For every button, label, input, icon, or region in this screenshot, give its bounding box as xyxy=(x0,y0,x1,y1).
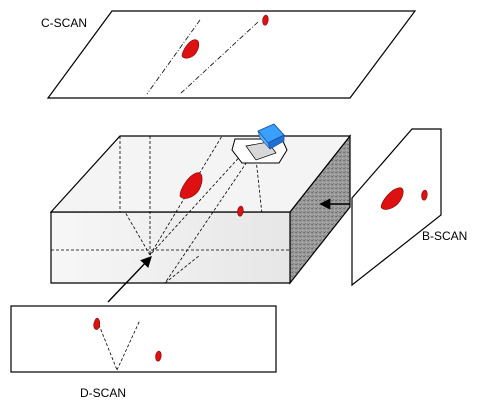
b-scan-plane xyxy=(352,129,441,285)
block-front-face xyxy=(51,212,290,283)
c-scan-plane xyxy=(48,11,415,98)
d-scan-label: D-SCAN xyxy=(80,386,126,400)
b-scan-label: B-SCAN xyxy=(422,229,467,243)
ultrasonic-probe-icon xyxy=(232,124,287,163)
d-scan-plane xyxy=(11,306,276,372)
c-scan-panel: C-SCAN xyxy=(41,11,415,98)
c-scan-label: C-SCAN xyxy=(41,16,87,30)
test-block xyxy=(51,124,350,283)
